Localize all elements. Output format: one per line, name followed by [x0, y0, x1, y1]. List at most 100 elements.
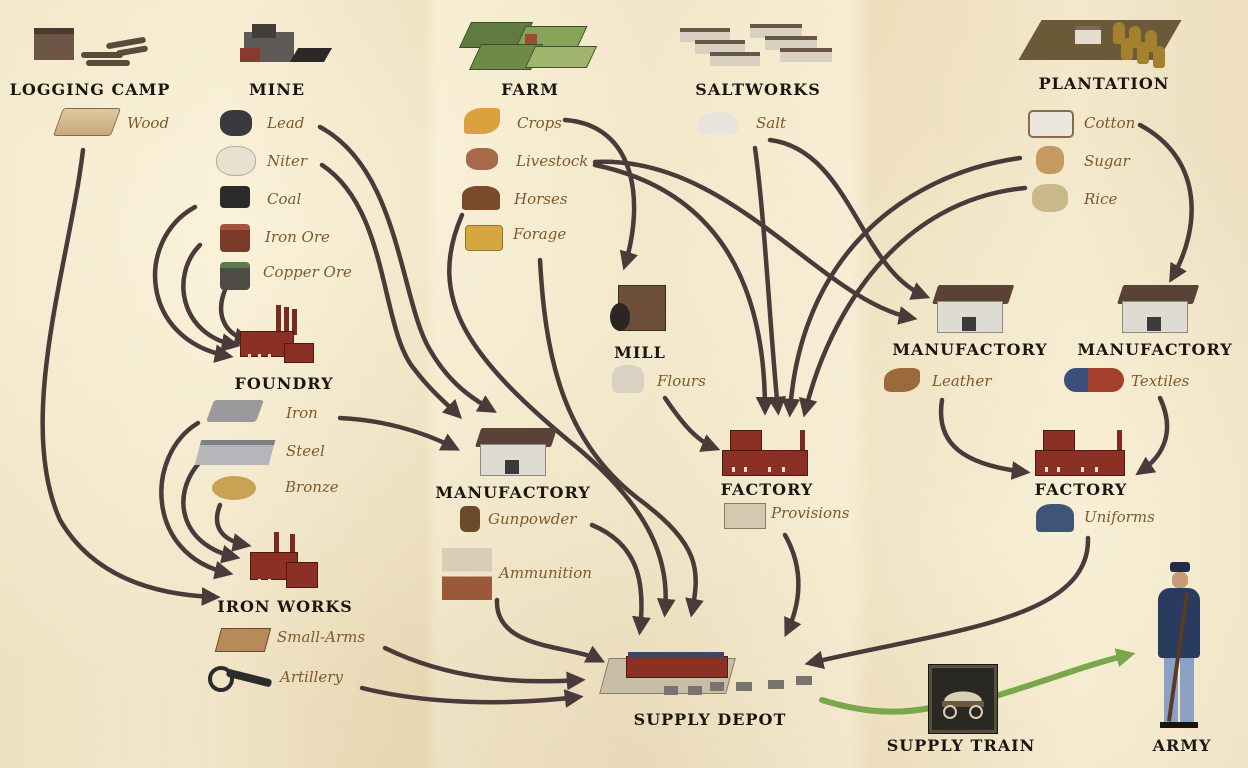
arrow-sugar-factory [781, 155, 1023, 418]
resource-wood: Wood [127, 114, 170, 132]
resource-salt: Salt [756, 114, 787, 132]
arrow-bronze-ironworks [214, 502, 252, 552]
factory-provisions-label: FACTORY [720, 480, 814, 499]
mine-icon [232, 22, 333, 70]
saltworks-label: SALTWORKS [695, 80, 821, 99]
ammunition-icon [442, 548, 492, 600]
resource-ammunition: Ammunition [499, 564, 592, 582]
resource-provisions: Provisions [771, 504, 850, 522]
resource-niter: Niter [267, 152, 307, 170]
resource-sugar: Sugar [1084, 152, 1130, 170]
salt-icon [698, 112, 738, 134]
manufactory-gunpowder-label: MANUFACTORY [435, 483, 591, 502]
arrow-salt-manufactory [767, 137, 931, 300]
small-arms-icon [214, 628, 272, 652]
arrow-horses-depot [447, 212, 676, 618]
arrow-crops-mill [562, 117, 638, 271]
arrow-forage-depot [537, 257, 704, 618]
soldier-icon [1148, 562, 1210, 730]
flours-icon [612, 365, 644, 393]
plantation-icon [1018, 10, 1182, 68]
resource-livestock: Livestock [516, 152, 589, 170]
copper-ore-icon [220, 262, 250, 290]
farm-label: FARM [501, 80, 559, 99]
resource-iron-ore: Iron Ore [265, 228, 330, 246]
niter-icon [216, 146, 256, 176]
manufactory-icon [932, 285, 1015, 333]
arrow-niter-manufactory [319, 162, 463, 420]
resource-gunpowder: Gunpowder [488, 510, 577, 528]
arrow-iron-ironworks [159, 420, 234, 580]
manufactory-textiles-label: MANUFACTORY [1077, 340, 1233, 359]
foundry-icon [238, 303, 314, 363]
iron-works-label: IRON WORKS [217, 597, 353, 616]
farm-icon [458, 20, 598, 70]
arrow-uniforms-depot [804, 535, 1091, 670]
bronze-icon [212, 476, 256, 500]
resource-coal: Coal [267, 190, 302, 208]
resource-small-arms: Small-Arms [277, 628, 366, 646]
arrow-provisions-depot [782, 532, 802, 638]
horse-icon [462, 186, 500, 210]
leather-icon [884, 368, 920, 392]
iron-icon [205, 400, 265, 422]
provisions-icon [724, 503, 766, 529]
manufactory-icon [475, 428, 558, 476]
resource-crops: Crops [517, 114, 562, 132]
lead-icon [220, 110, 252, 136]
arrow-rice-factory [798, 185, 1028, 418]
arrow-ironore-foundry [181, 242, 241, 352]
resource-artillery: Artillery [280, 668, 343, 686]
steel-icon [194, 440, 276, 465]
army-label: ARMY [1152, 736, 1212, 755]
supply-depot-label: SUPPLY DEPOT [633, 710, 787, 729]
wood-icon [52, 108, 122, 136]
arrow-livestock-factory [592, 162, 775, 416]
resource-uniforms: Uniforms [1084, 508, 1155, 526]
resource-textiles: Textiles [1131, 372, 1190, 390]
factory-icon [722, 428, 810, 476]
resource-flours: Flours [657, 372, 706, 390]
resource-lead: Lead [267, 114, 305, 132]
manufactory-icon [1117, 285, 1200, 333]
arrow-supplytrain-army [989, 648, 1136, 700]
textiles-icon [1064, 368, 1124, 392]
arrow-textiles-factory [1135, 395, 1170, 476]
supply-train-label: SUPPLY TRAIN [886, 736, 1036, 755]
resource-copper-ore: Copper Ore [263, 263, 352, 281]
arrow-lead-manufactory [317, 124, 497, 413]
uniforms-icon [1036, 504, 1074, 532]
resource-forage: Forage [513, 225, 567, 243]
resource-rice: Rice [1084, 190, 1118, 208]
arrow-artillery-depot [359, 685, 584, 708]
logging-camp-label: LOGGING CAMP [9, 80, 171, 99]
arrow-livestock-manufactory [592, 159, 918, 325]
foundry-label: FOUNDRY [234, 374, 334, 393]
gunpowder-icon [460, 506, 480, 532]
plantation-label: PLANTATION [1038, 74, 1170, 93]
resource-horses: Horses [514, 190, 568, 208]
iron-ore-icon [220, 224, 250, 252]
mill-icon [608, 285, 668, 337]
sugar-icon [1036, 146, 1064, 174]
arrow-wood-ironworks [40, 147, 221, 606]
arrow-flours-factory [662, 395, 721, 452]
resource-steel: Steel [286, 442, 325, 460]
livestock-icon [466, 148, 498, 170]
crops-icon [464, 108, 500, 134]
artillery-icon [208, 664, 273, 694]
mill-label: MILL [614, 343, 666, 362]
arrow-ammunition-depot [494, 597, 606, 663]
iron-works-icon [250, 530, 318, 588]
arrow-iron-manufactory [337, 415, 461, 451]
arrow-smallarms-depot [382, 645, 586, 691]
coal-icon [220, 186, 250, 208]
arrow-cotton-manufactory [1137, 122, 1194, 283]
arrow-salt-factory [752, 145, 787, 416]
resource-iron: Iron [286, 404, 318, 422]
rice-icon [1032, 184, 1068, 212]
arrow-steel-ironworks [181, 459, 241, 564]
resource-bronze: Bronze [285, 478, 339, 496]
